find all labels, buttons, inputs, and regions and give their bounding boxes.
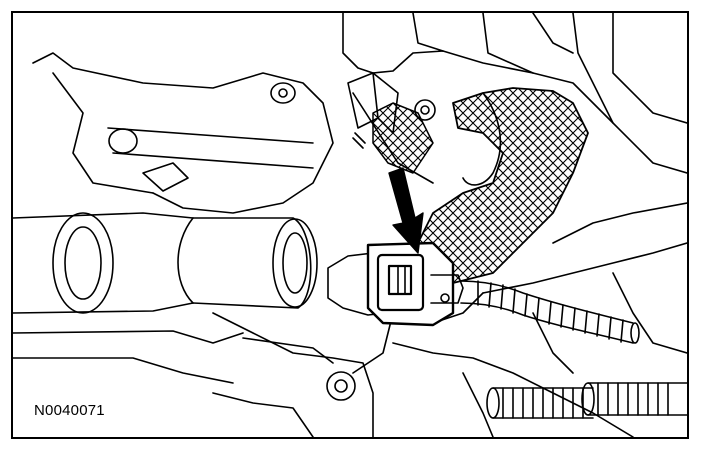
figure-id-label: N0040071 xyxy=(31,401,108,420)
coolant-pipe xyxy=(13,212,318,384)
illustration-frame: N0040071 xyxy=(11,11,689,439)
upper-housing xyxy=(342,13,687,174)
engine-line-drawing xyxy=(13,13,687,437)
left-mount xyxy=(32,52,334,214)
bracket xyxy=(347,72,502,186)
indicator-arrow-icon xyxy=(388,167,424,254)
engine-block xyxy=(212,202,687,437)
sensor-connector xyxy=(327,241,464,327)
ribbed-bolts xyxy=(486,382,687,419)
gasket-hatch xyxy=(372,87,589,284)
wire-harness xyxy=(460,280,640,344)
